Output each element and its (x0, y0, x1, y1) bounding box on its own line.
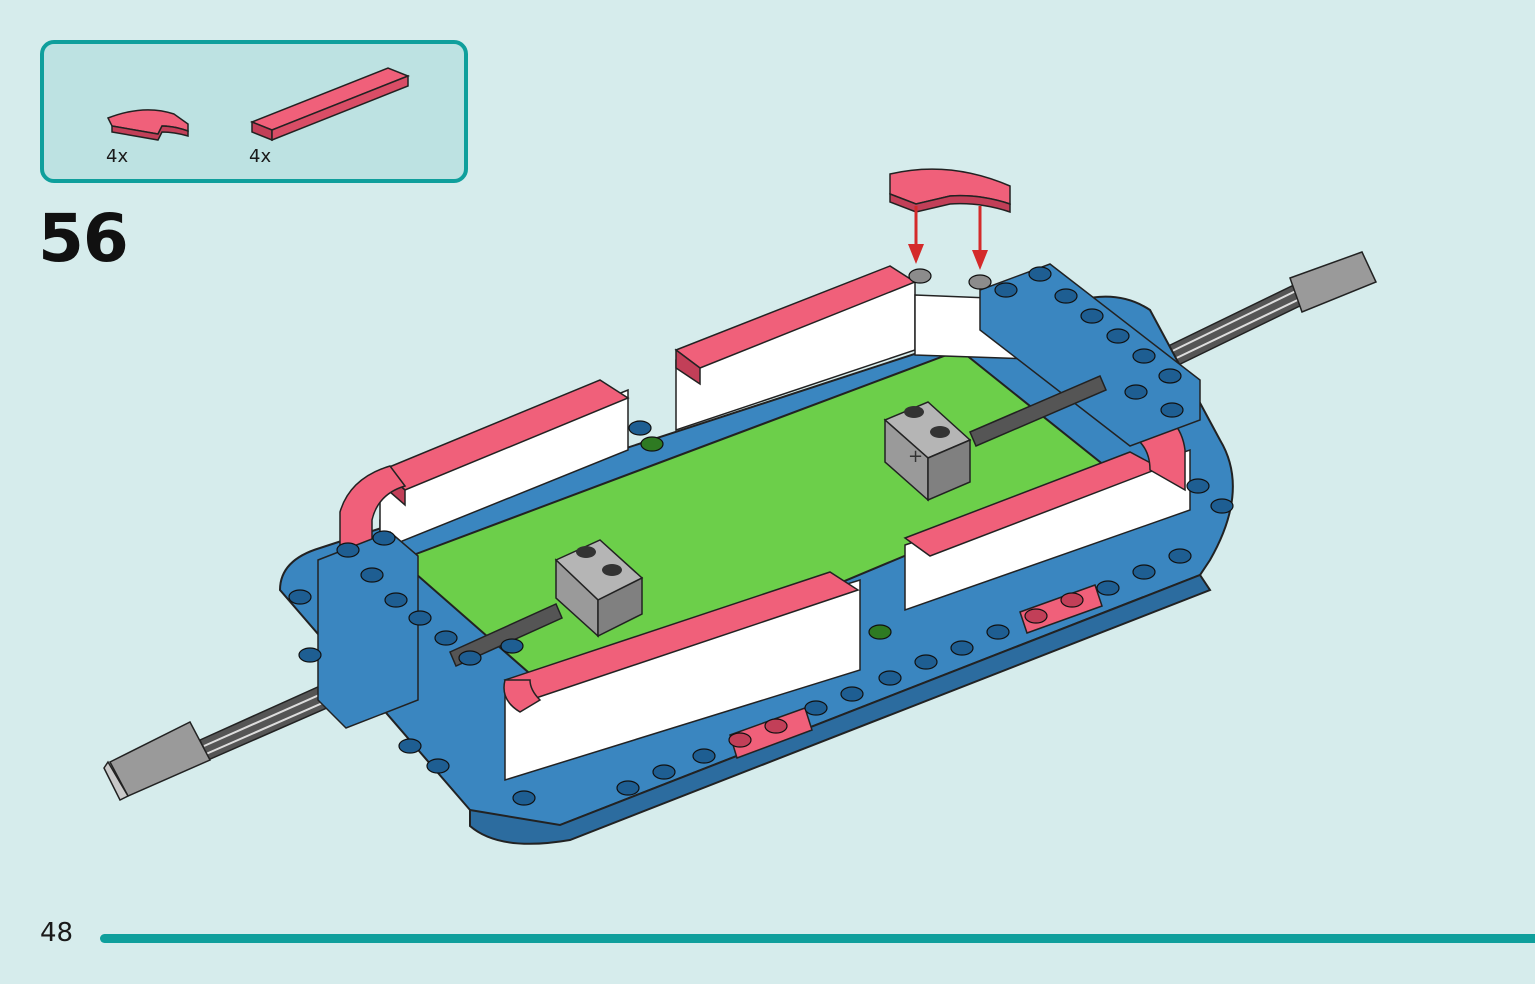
part-quantity: 4x (249, 146, 272, 167)
pink-base-strip (729, 707, 813, 759)
part-quantity: 4x (106, 146, 129, 167)
step-number: 56 (38, 200, 129, 277)
curved-pink-tile-icon (106, 109, 189, 141)
inner-axle-right (969, 375, 1107, 447)
incoming-curved-tile (889, 168, 1011, 214)
placement-arrow (908, 206, 988, 270)
build-model-illustration: + (103, 168, 1378, 845)
blue-corner-plate-left (317, 531, 419, 729)
page-footer-rule (100, 934, 1535, 943)
blue-corner-plate-right (979, 263, 1201, 447)
page-number: 48 (40, 918, 74, 948)
gray-target-studs (908, 268, 992, 290)
right-axle-rod (1159, 251, 1378, 372)
green-studs (640, 436, 892, 640)
svg-text:+: + (908, 446, 923, 467)
parts-callout: 4x 4x (40, 40, 468, 183)
blue-studs (288, 266, 1234, 806)
white-walls (379, 278, 1191, 782)
inner-axle-left (449, 603, 563, 667)
long-pink-tile-icon (249, 67, 411, 142)
pink-studs (728, 592, 1084, 748)
gray-technic-brick-left (554, 539, 644, 638)
pink-wall-tiles (339, 265, 1186, 713)
gray-technic-brick-right: + (883, 401, 972, 502)
